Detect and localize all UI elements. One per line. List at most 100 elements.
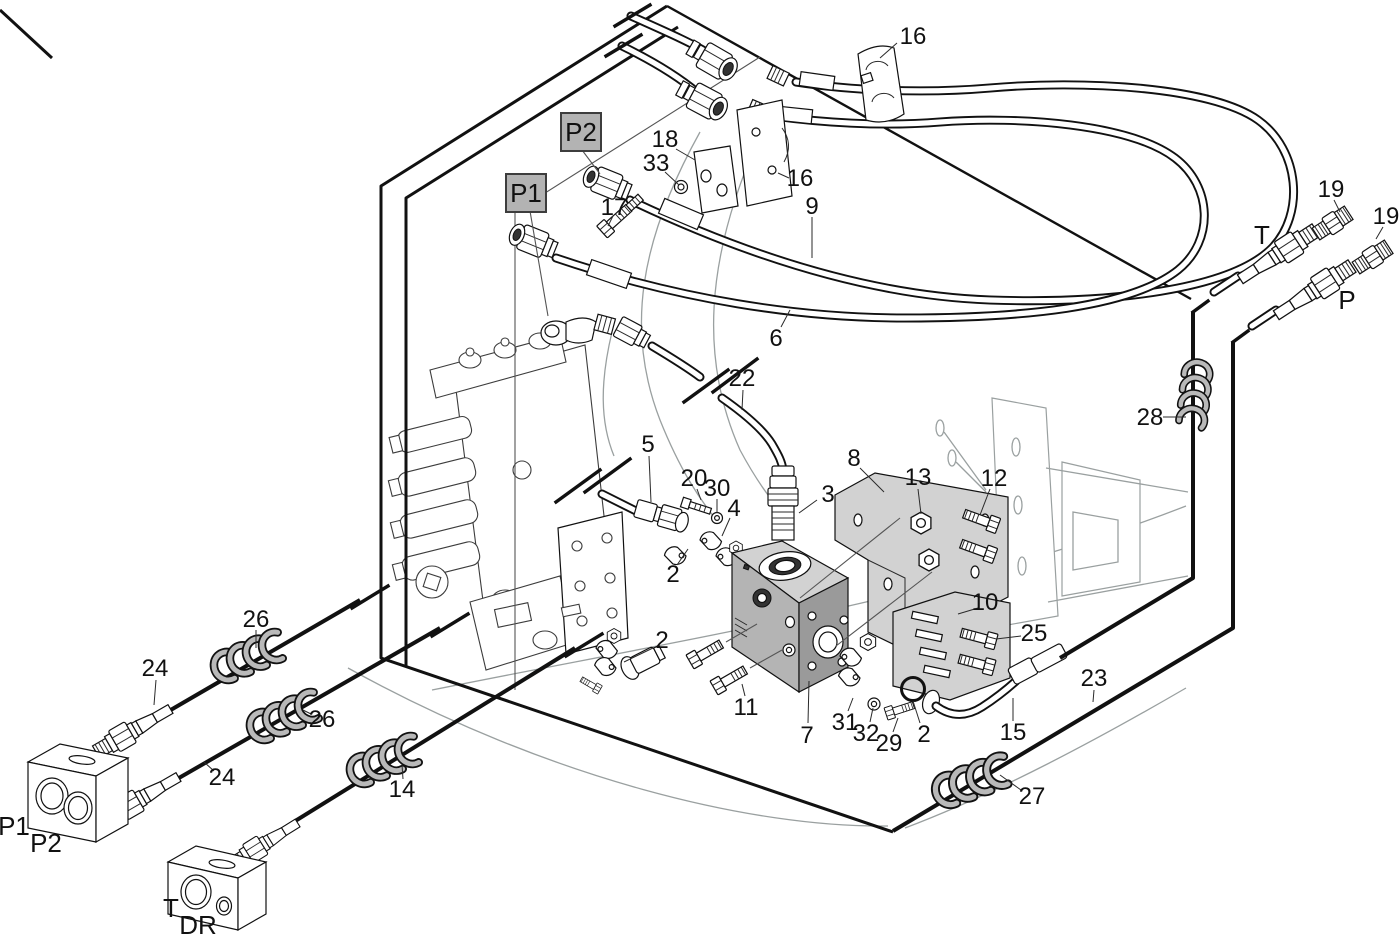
callout-23-22: 23	[1081, 665, 1108, 692]
callout-leader-24	[203, 761, 215, 772]
flange-clamp-2-left	[578, 628, 667, 695]
callout-leader-3	[798, 499, 818, 514]
callout-4-13: 4	[727, 495, 740, 522]
frame-top-edge	[666, 4, 1192, 301]
callout-leader-22	[741, 389, 744, 411]
callout-3-14: 3	[821, 481, 834, 508]
spiral-clamp-27	[930, 745, 1017, 818]
callout-2-29: 2	[917, 721, 930, 748]
corner-line	[0, 8, 54, 60]
machine-box	[1061, 461, 1141, 597]
callout-20-11: 20	[681, 465, 708, 492]
callout-leader-33	[664, 171, 680, 186]
callout-32-27: 32	[853, 720, 880, 747]
control-valve-assembly	[387, 332, 629, 671]
callout-leader-17	[607, 215, 614, 227]
callout-leader-16	[879, 42, 898, 59]
callout-16-0: 16	[900, 23, 927, 50]
port-label-P2-1: P2	[30, 828, 62, 858]
callout-leader-13	[917, 488, 922, 515]
callout-leader-19	[1333, 199, 1341, 213]
tee-hose-fitting	[1209, 218, 1324, 297]
port-label-T-2: T	[163, 893, 179, 923]
callout-10-19: 10	[972, 589, 999, 616]
port-locator-lines	[529, 149, 601, 317]
callout-19-8: 19	[1373, 203, 1400, 230]
bracket-10	[892, 591, 1011, 701]
callout-25-20: 25	[1021, 620, 1048, 647]
washer-32	[867, 697, 881, 711]
callout-leader-12	[979, 488, 991, 516]
adapter-19-right	[1349, 237, 1395, 277]
plate-slot	[1011, 437, 1021, 457]
callout-2-23: 2	[655, 627, 668, 654]
port-label-P1-0: P1	[0, 811, 30, 841]
callout-leader-26	[302, 709, 312, 715]
callout-27-31: 27	[1019, 783, 1046, 810]
chassis-curve	[904, 687, 1187, 829]
callout-leader-14	[401, 764, 404, 780]
callout-leader-7	[807, 680, 810, 724]
bolt-29	[883, 698, 916, 721]
callout-19-7: 19	[1318, 176, 1345, 203]
callout-8-15: 8	[847, 445, 860, 472]
callout-leader-31	[847, 697, 854, 712]
machine-box-opening	[1072, 511, 1119, 571]
callout-leader-4	[721, 517, 731, 537]
hose-tee-line	[1058, 298, 1211, 660]
hose-22	[612, 316, 797, 489]
manifold-block-7	[730, 540, 850, 694]
top-hose-end-1	[612, 2, 738, 81]
port-label-DR-3: DR	[179, 910, 217, 940]
callout-17-3: 17	[601, 194, 628, 221]
callout-leader-2	[676, 548, 689, 566]
callout-9-5: 9	[805, 193, 818, 220]
washer-30	[710, 511, 724, 525]
port-block-p1-p2	[26, 743, 130, 844]
callout-leader-25	[995, 635, 1022, 640]
loader-arm-outline	[602, 331, 615, 457]
p1-hose-fitting	[508, 223, 559, 259]
callout-leader-10	[957, 607, 979, 615]
frame-outer-edge	[379, 4, 894, 834]
hole-leader	[955, 461, 987, 493]
callout-31-26: 31	[832, 709, 859, 736]
callout-leader-19	[1375, 226, 1384, 240]
callout-18-1: 18	[652, 126, 679, 153]
callout-leader-6	[780, 309, 791, 328]
hose-loop-6	[551, 111, 1209, 323]
hose-loop-9	[625, 77, 1299, 306]
chassis-curve	[347, 667, 889, 827]
callout-leader-2	[623, 647, 654, 663]
p2-hose-fitting	[582, 165, 633, 201]
callout-22-9: 22	[729, 365, 756, 392]
callout-26-34: 26	[309, 706, 336, 733]
screw-20	[679, 496, 713, 515]
callout-26-32: 26	[243, 606, 270, 633]
p-hose-fitting	[1247, 254, 1360, 331]
port-block-t-dr	[166, 845, 268, 932]
callout-leader-29	[892, 717, 899, 733]
callout-16-4: 16	[787, 165, 814, 192]
callout-leader-11	[741, 683, 746, 697]
callout-33-2: 33	[643, 150, 670, 177]
frame-inner-edge	[404, 25, 679, 667]
callout-leader-27	[999, 774, 1022, 791]
frame-hole	[935, 419, 945, 437]
callout-leader-5	[648, 455, 652, 503]
o-ring-2	[900, 676, 926, 702]
bolt-17	[596, 193, 645, 239]
callout-leader-18	[675, 148, 696, 161]
hose-23-line	[891, 328, 1251, 833]
callout-12-17: 12	[981, 465, 1008, 492]
elbow-hose-15	[921, 643, 1068, 719]
fitting-3	[767, 487, 799, 569]
callout-leader-24	[153, 679, 157, 706]
port-label-P-5: P	[1338, 285, 1355, 315]
callout-5-10: 5	[641, 431, 654, 458]
machine-background	[347, 131, 1189, 829]
callout-29-28: 29	[876, 730, 903, 757]
clamp-bracket-16-top	[857, 45, 905, 123]
bolts-11	[685, 623, 783, 696]
